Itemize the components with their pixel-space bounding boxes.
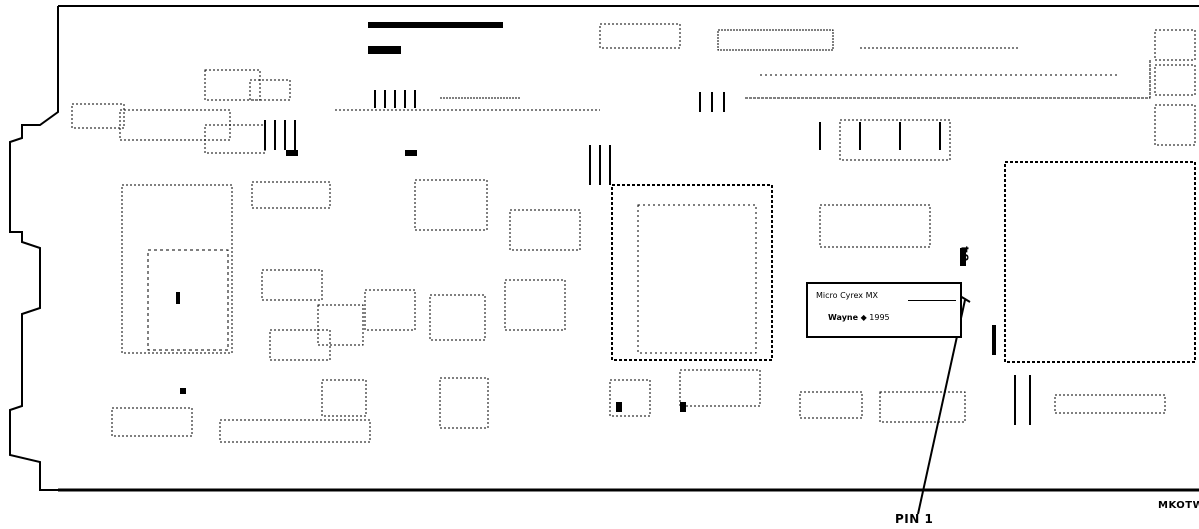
components [111, 119, 1166, 443]
small-parts [176, 150, 996, 412]
processor-label-line1: Micro Cyrex MX [816, 291, 878, 300]
right-edge-pads [1154, 29, 1196, 146]
left-chip [121, 184, 233, 354]
pin1-callout-label: PIN 1 [895, 512, 934, 526]
processor-label: Micro Cyrex MX Wayne ◆ 1995 [806, 282, 962, 338]
pin-rows [264, 90, 1031, 425]
bus-lines [335, 47, 1151, 111]
left-connector-region [71, 69, 291, 141]
figure-code-label: MKOTW [1158, 500, 1199, 511]
processor-label-underline [908, 300, 956, 301]
top-header-strip [368, 22, 834, 54]
u4-ref-label: U4 [960, 245, 972, 262]
processor-label-line2: Wayne ◆ 1995 [828, 313, 890, 322]
processor-brand: Wayne [828, 313, 859, 322]
board-outline [9, 5, 1199, 491]
main-chip [611, 184, 773, 361]
right-chip [1004, 161, 1196, 363]
processor-year: ◆ 1995 [860, 313, 890, 322]
